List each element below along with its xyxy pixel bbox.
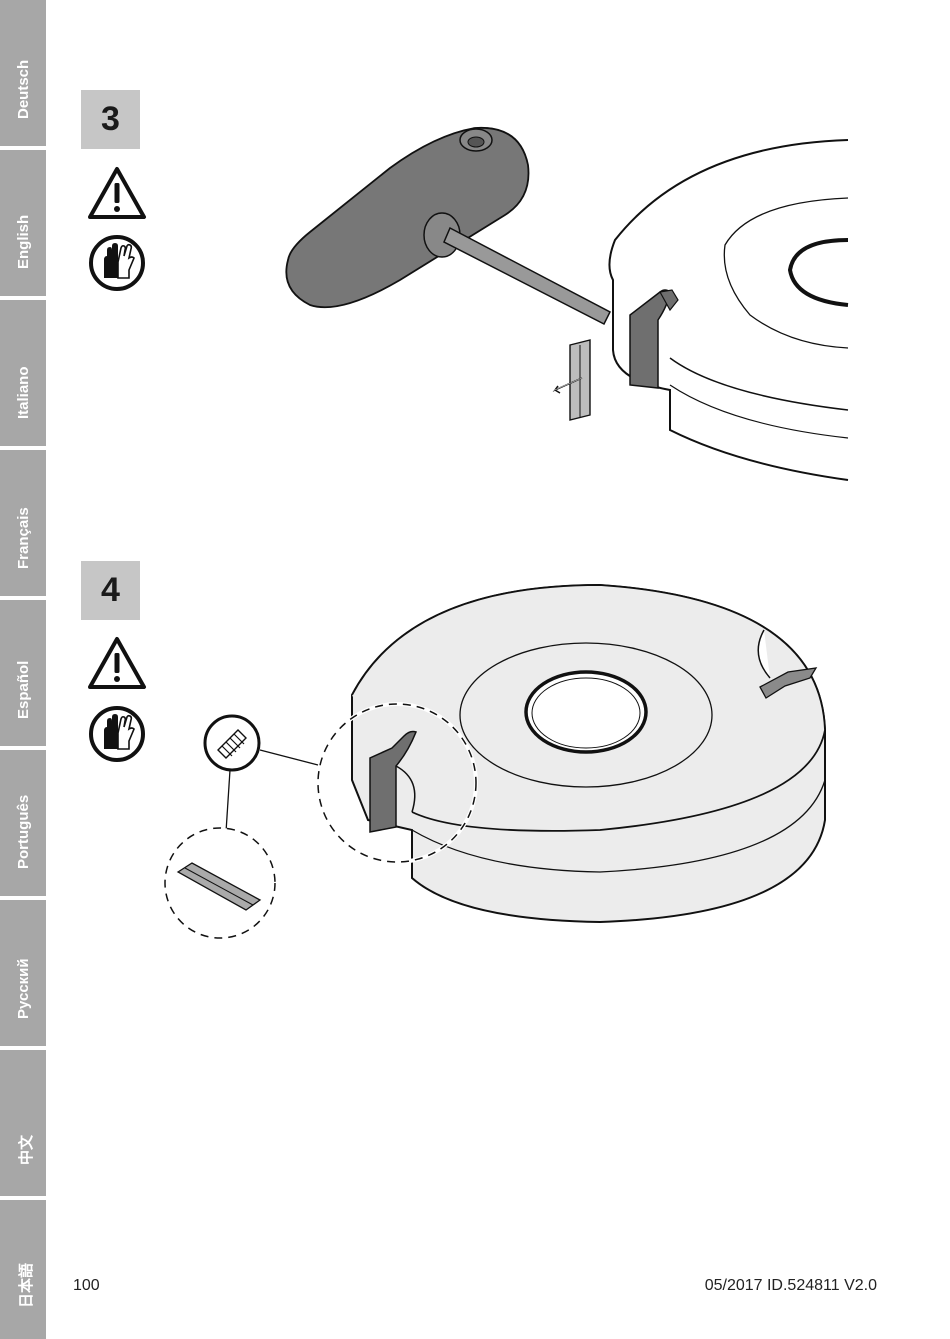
tab-deutsch[interactable]: Deutsch bbox=[0, 0, 46, 146]
tab-label: 日本語 bbox=[15, 1263, 36, 1308]
tab-label: Português bbox=[15, 795, 32, 869]
gloves-icon bbox=[88, 705, 146, 763]
tab-label: 中文 bbox=[15, 1135, 36, 1165]
tab-italiano[interactable]: Italiano bbox=[0, 300, 46, 446]
tab-chinese[interactable]: 中文 bbox=[0, 1050, 46, 1196]
warning-icon bbox=[87, 166, 147, 220]
document-id: 05/2017 ID.524811 V2.0 bbox=[705, 1277, 877, 1295]
tab-label: Deutsch bbox=[15, 60, 32, 119]
step-number-box: 4 bbox=[81, 561, 140, 620]
tab-espanol[interactable]: Español bbox=[0, 600, 46, 746]
tab-russian[interactable]: Русский bbox=[0, 900, 46, 1046]
tab-label: English bbox=[15, 215, 32, 269]
step4-illustration bbox=[160, 580, 840, 950]
tab-label: Español bbox=[15, 661, 32, 719]
step-number-box: 3 bbox=[81, 90, 140, 149]
tab-label: Italiano bbox=[15, 366, 32, 419]
tab-label: Русский bbox=[15, 958, 32, 1019]
tab-label: Français bbox=[15, 507, 32, 569]
page-number: 100 bbox=[73, 1277, 100, 1295]
language-sidebar: Deutsch English Italiano Français Españo… bbox=[0, 0, 46, 1339]
gloves-icon bbox=[88, 234, 146, 292]
tab-english[interactable]: English bbox=[0, 150, 46, 296]
step3-illustration bbox=[270, 120, 860, 490]
step-number: 3 bbox=[101, 100, 120, 139]
tab-francais[interactable]: Français bbox=[0, 450, 46, 596]
tab-portugues[interactable]: Português bbox=[0, 750, 46, 896]
tab-japanese[interactable]: 日本語 bbox=[0, 1200, 46, 1339]
step-number: 4 bbox=[101, 571, 120, 610]
warning-icon bbox=[87, 636, 147, 690]
